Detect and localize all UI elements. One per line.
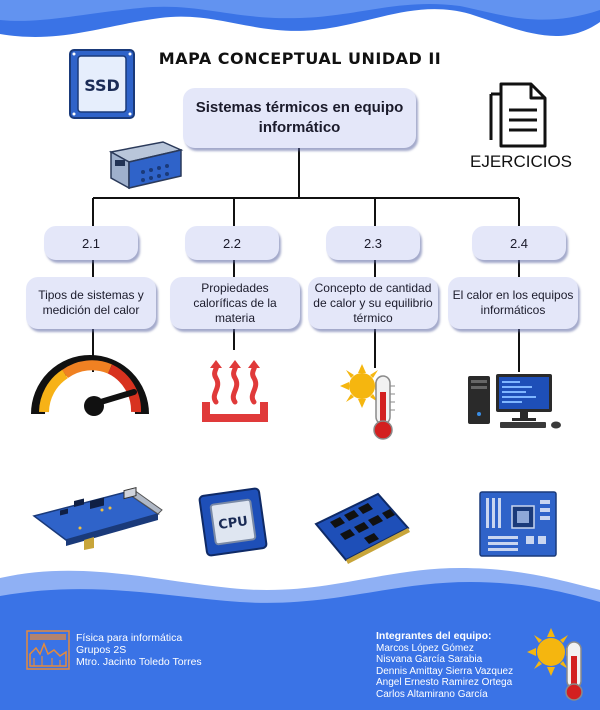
motherboard-icon <box>479 491 557 557</box>
ram-module-icon <box>314 492 410 564</box>
document-icon <box>489 82 547 148</box>
exercises-label: EJERCICIOS <box>470 152 573 171</box>
speedometer-gauge-icon <box>31 355 149 416</box>
page-title: MAPA CONCEPTUAL UNIDAD II <box>158 49 442 68</box>
team-member: Marcos López Gómez <box>376 642 474 654</box>
ssd-icon: SSD <box>69 49 135 119</box>
course-name: Física para informática <box>76 632 183 644</box>
cpu-chip-icon: CPU <box>198 487 268 557</box>
svg-text:CPU: CPU <box>217 514 248 533</box>
network-card-icon <box>32 486 163 550</box>
team-heading: Integrantes del equipo: <box>376 630 492 642</box>
power-supply-icon <box>108 141 184 190</box>
topic-box-propiedades-calorificas: Propiedades caloríficas de la materia <box>170 277 300 329</box>
heat-waves-icon <box>202 360 268 422</box>
topic-box-cantidad-de-calor: Concepto de cantidad de calor y su equil… <box>308 277 438 329</box>
topic-number-2-1: 2.1 <box>44 226 138 260</box>
team-member: Dennis Amittay Sierra Vazquez <box>376 665 514 677</box>
course-group: Grupos 2S <box>76 644 127 656</box>
school-logo-icon <box>26 630 70 670</box>
svg-text:SSD: SSD <box>84 76 120 95</box>
main-topic-box: Sistemas térmicos en equipo informático <box>183 88 416 148</box>
course-info: Física para informática Grupos 2S Mtro. … <box>76 632 202 668</box>
team-member: Nisvana García Sarabia <box>376 654 483 666</box>
team-member: Carlos Altamirano García <box>376 688 488 700</box>
top-wave-decoration <box>0 0 600 37</box>
bottom-wave-decoration <box>0 568 600 710</box>
team-members: Integrantes del equipo: Marcos López Góm… <box>376 630 514 701</box>
topic-number-2-3: 2.3 <box>326 226 420 260</box>
desktop-computer-icon <box>468 374 561 429</box>
topic-box-tipos-de-sistemas: Tipos de sistemas y medición del calor <box>26 277 156 329</box>
course-teacher: Mtro. Jacinto Toledo Torres <box>76 656 202 668</box>
sun-thermometer-icon <box>340 364 395 440</box>
footer-sun-thermometer-icon <box>527 628 583 701</box>
team-member: Angel Ernesto Ramirez Ortega <box>376 677 513 689</box>
topic-number-2-2: 2.2 <box>185 226 279 260</box>
topic-box-calor-en-equipos: El calor en los equipos informáticos <box>448 277 578 329</box>
topic-number-2-4: 2.4 <box>472 226 566 260</box>
